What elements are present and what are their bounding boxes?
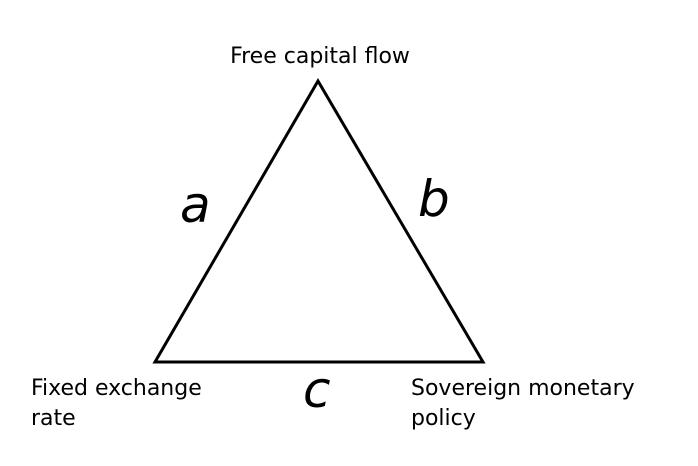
edge-label-right-b: b [418, 170, 450, 228]
edge-label-left-a: a [180, 176, 211, 234]
triangle-outline [152, 78, 486, 364]
edge-label-bottom-c: c [303, 361, 331, 419]
vertex-label-bottom-right: Sovereign monetary policy [411, 376, 635, 431]
vertex-label-bottom-left: Fixed exchange rate [31, 376, 202, 431]
vertex-label-top: Free capital flow [230, 44, 410, 69]
